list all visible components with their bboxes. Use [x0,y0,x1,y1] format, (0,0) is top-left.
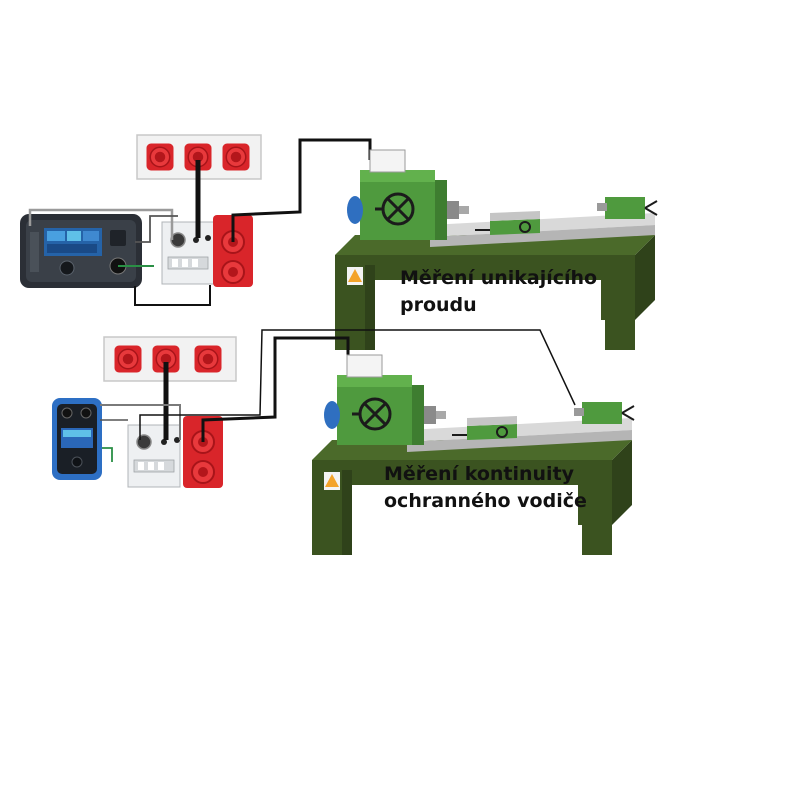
cables-bottom [100,329,576,462]
cables-top [28,138,372,306]
caption-line-2: ochranného vodiče [384,490,587,512]
caption-conductor-continuity: Měření kontinuity ochranného vodiče [384,461,587,515]
distribution-box [127,424,181,488]
setup-leakage-current [20,134,659,352]
setup-protective-conductor-continuity [52,329,636,557]
continuity-tester [52,398,102,480]
lathe-machine-top [333,148,659,352]
insulation-tester [20,214,142,288]
caption-line-1: Měření kontinuity [384,463,575,485]
caption-line-2: proudu [400,294,477,316]
wall-outlet-strip [103,336,237,382]
caption-line-1: Měření unikajícího [400,267,598,289]
caption-leakage-current: Měření unikajícího proudu [400,265,597,319]
lathe-machine-bottom [310,353,636,557]
distribution-box [161,221,215,285]
